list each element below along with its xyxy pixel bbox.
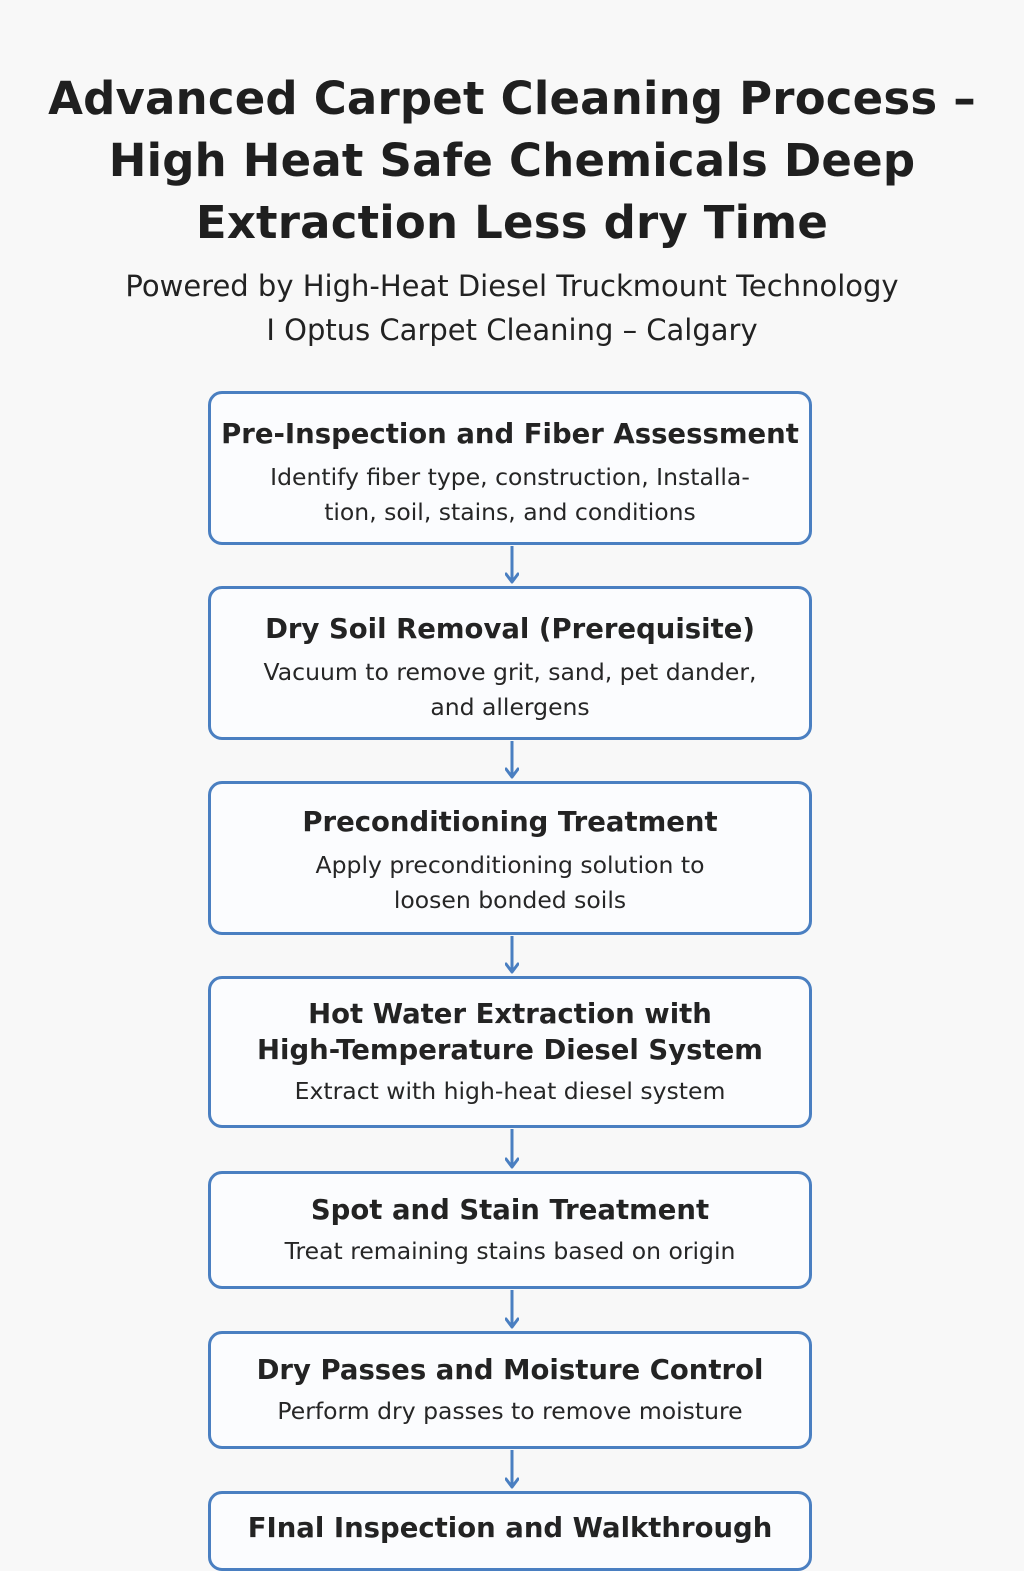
step-title: Pre-Inspection and Fiber Assessment bbox=[211, 416, 809, 452]
title-line-1: Advanced Carpet Cleaning Process – bbox=[48, 72, 976, 125]
flow-arrow-4 bbox=[505, 1129, 519, 1169]
title-line-2: High Heat Safe Chemicals Deep bbox=[108, 134, 916, 187]
step-description: Perform dry passes to remove moisture bbox=[211, 1394, 809, 1429]
arrow-head bbox=[505, 1157, 519, 1169]
flow-arrow-2 bbox=[505, 741, 519, 779]
step-title-line: Preconditioning Treatment bbox=[302, 806, 718, 838]
step-description: Apply preconditioning solution to loosen … bbox=[211, 848, 809, 918]
step-title: Dry Passes and Moisture Control bbox=[211, 1352, 809, 1388]
step-title-line: FInal Inspection and Walkthrough bbox=[247, 1512, 773, 1544]
diagram-subtitle: Powered by High-Heat Diesel Truckmount T… bbox=[60, 264, 964, 352]
step-description-line: tion, soil, stains, and conditions bbox=[324, 498, 696, 526]
step-description: Treat remaining stains based on origin bbox=[211, 1234, 809, 1269]
flow-arrow-6 bbox=[505, 1450, 519, 1489]
step-title: Spot and Stain Treatment bbox=[211, 1192, 809, 1228]
title-line-3: Extraction Less dry Time bbox=[195, 196, 829, 249]
step-title-line: Dry Soil Removal (Prerequisite) bbox=[265, 613, 755, 645]
step-title: Dry Soil Removal (Prerequisite) bbox=[211, 611, 809, 647]
step-title-line: Dry Passes and Moisture Control bbox=[256, 1354, 764, 1386]
arrow-head bbox=[505, 1477, 519, 1489]
arrow-down-icon bbox=[505, 546, 519, 584]
arrow-down-icon bbox=[505, 741, 519, 779]
step-description-line: Extract with high-heat diesel system bbox=[294, 1077, 726, 1105]
step-description-line: and allergens bbox=[430, 693, 590, 721]
step-title-line: Hot Water Extraction with bbox=[308, 998, 712, 1030]
step-description-line: Vacuum to remove grit, sand, pet dander, bbox=[263, 658, 757, 686]
subtitle-line-1: Powered by High-Heat Diesel Truckmount T… bbox=[125, 269, 899, 303]
step-title-line: High-Temperature Diesel System bbox=[257, 1034, 763, 1066]
arrow-head bbox=[505, 1317, 519, 1329]
subtitle-line-2: I Optus Carpet Cleaning – Calgary bbox=[266, 313, 758, 347]
diagram-page: Advanced Carpet Cleaning Process – High … bbox=[40, 68, 984, 1571]
arrow-down-icon bbox=[505, 1290, 519, 1329]
process-step-7: FInal Inspection and Walkthrough bbox=[208, 1491, 812, 1571]
step-description-line: Apply preconditioning solution to bbox=[315, 851, 705, 879]
arrow-down-icon bbox=[505, 936, 519, 974]
step-description: Extract with high-heat diesel system bbox=[211, 1074, 809, 1109]
step-title-line: Spot and Stain Treatment bbox=[310, 1194, 710, 1226]
arrow-down-icon bbox=[505, 1129, 519, 1169]
step-title: FInal Inspection and Walkthrough bbox=[211, 1510, 809, 1546]
process-step-2: Dry Soil Removal (Prerequisite) Vacuum to… bbox=[208, 586, 812, 740]
arrow-head bbox=[505, 572, 519, 584]
step-description: Identify fiber type, construction, Insta… bbox=[211, 460, 809, 530]
step-title-line: Pre-Inspection and Fiber Assessment bbox=[221, 418, 799, 450]
arrow-head bbox=[505, 767, 519, 779]
flow-arrow-5 bbox=[505, 1290, 519, 1329]
step-description-line: Perform dry passes to remove moisture bbox=[277, 1397, 743, 1425]
flow-arrow-1 bbox=[505, 546, 519, 584]
arrow-down-icon bbox=[505, 1450, 519, 1489]
step-description-line: Identify fiber type, construction, Insta… bbox=[270, 463, 750, 491]
step-description-line: Treat remaining stains based on origin bbox=[284, 1237, 736, 1265]
diagram-title: Advanced Carpet Cleaning Process – High … bbox=[40, 68, 984, 254]
step-description-line: loosen bonded soils bbox=[393, 886, 627, 914]
step-description: Vacuum to remove grit, sand, pet dander,… bbox=[211, 655, 809, 725]
arrow-head bbox=[505, 962, 519, 974]
flow-arrow-3 bbox=[505, 936, 519, 974]
step-title: Preconditioning Treatment bbox=[211, 804, 809, 840]
